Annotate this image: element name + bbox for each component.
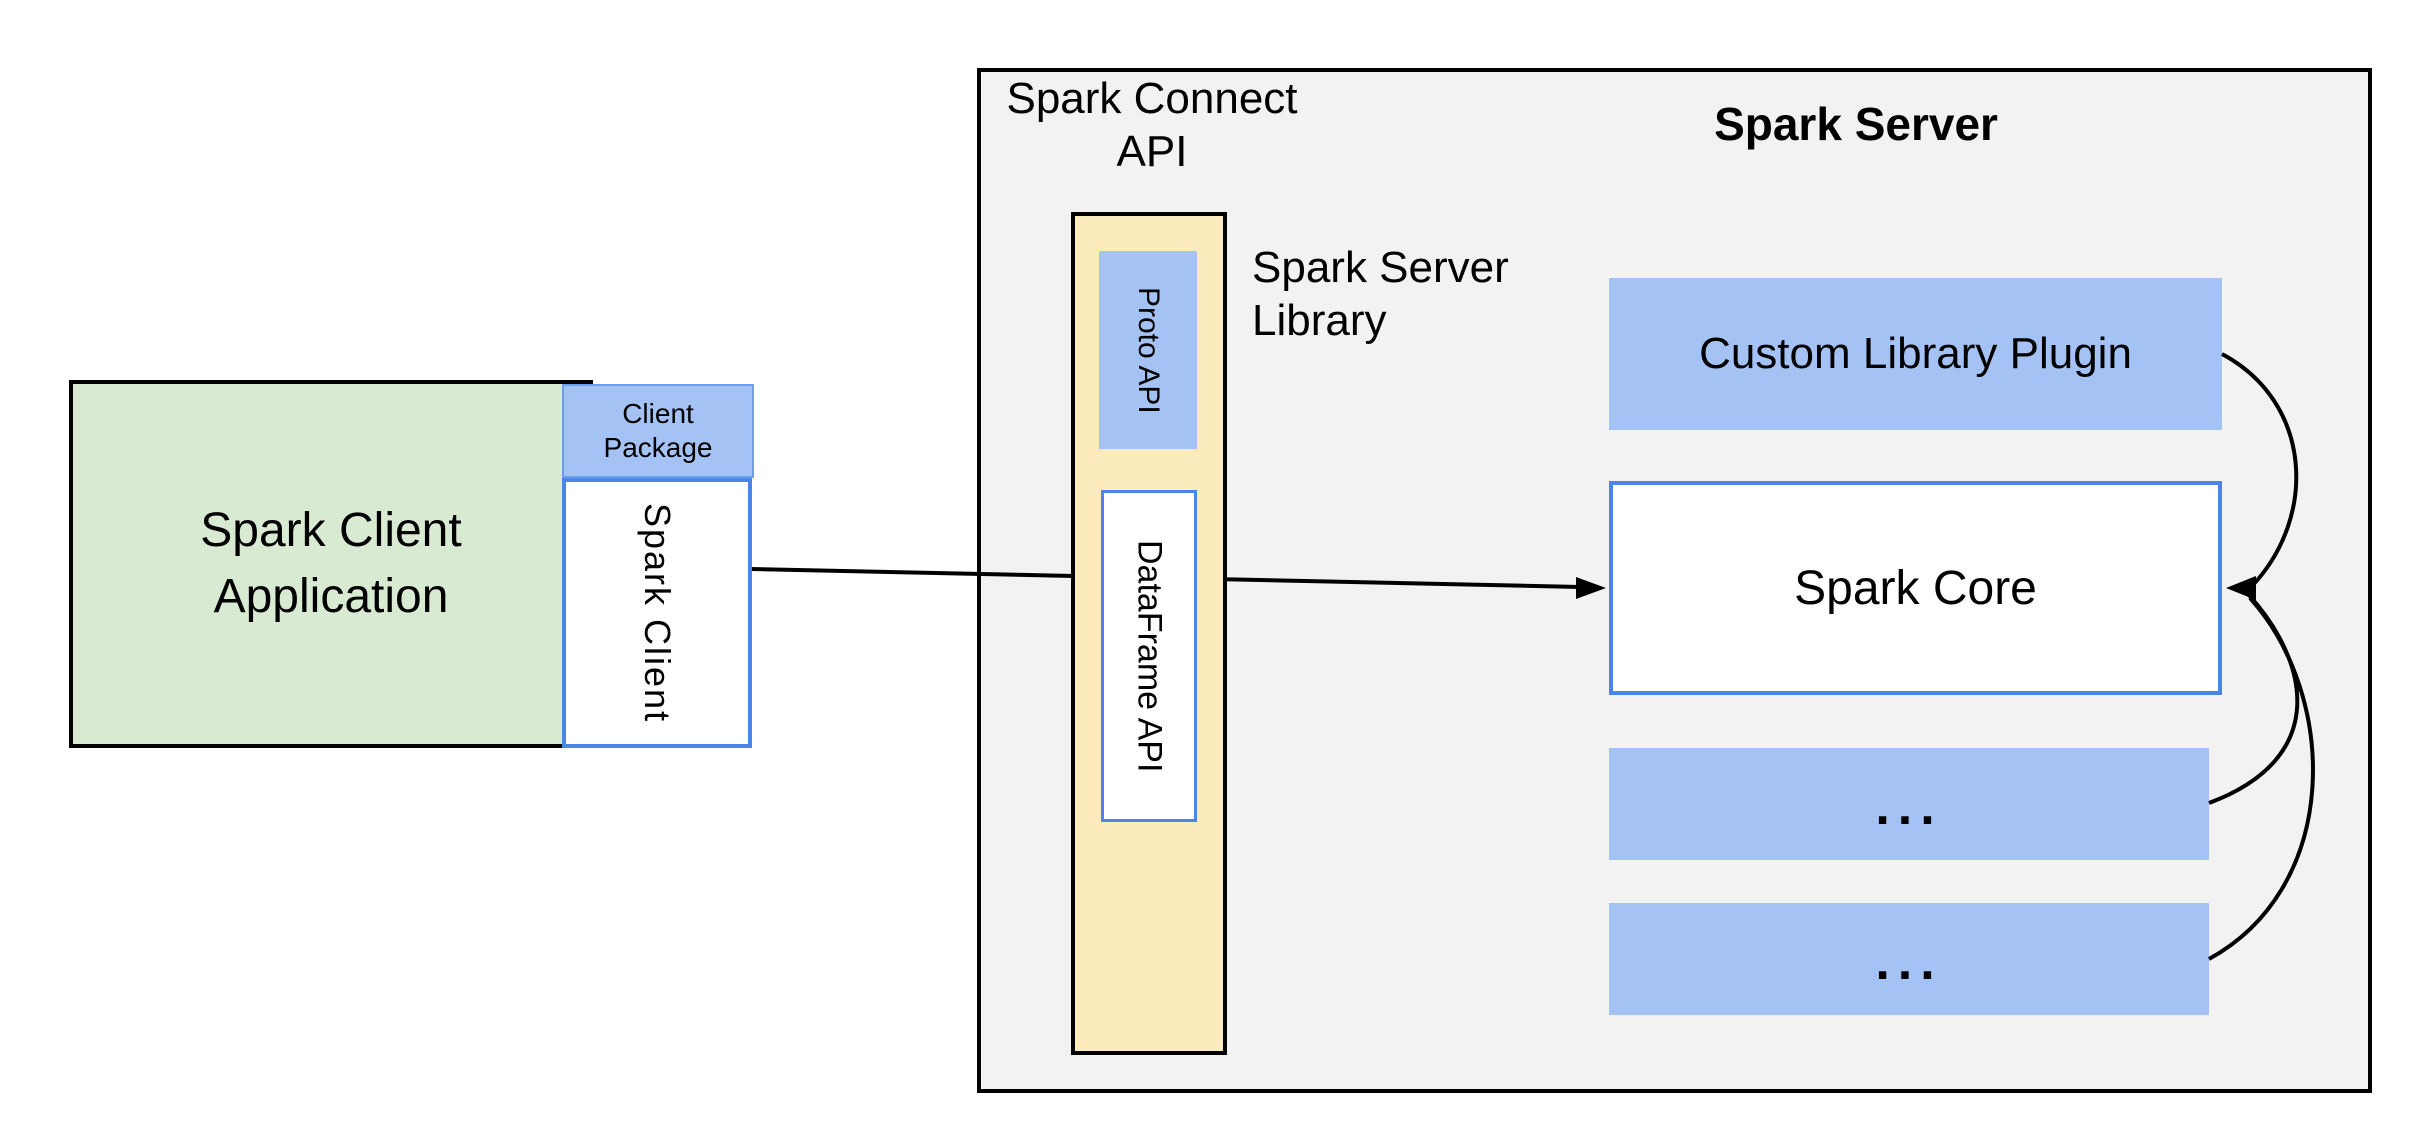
custom-library-plugin-label: Custom Library Plugin — [1699, 329, 2132, 378]
client-package-box: Client Package — [562, 384, 754, 478]
spark-client-application-box: Spark Client Application — [69, 380, 593, 748]
dataframe-api-box: DataFrame API — [1101, 490, 1197, 822]
spark-server-library-label: Spark Server Library — [1252, 241, 1672, 347]
client-package-label: Client Package — [604, 397, 713, 465]
client-package-line2: Package — [603, 432, 713, 463]
dataframe-api-label: DataFrame API — [1130, 539, 1169, 773]
plugin-placeholder-dots-1: ... — [1875, 778, 1943, 836]
plugin-placeholder-box-1: ... — [1609, 748, 2209, 860]
spark-connect-api-label: Spark Connect API — [992, 72, 1312, 178]
spark-client-application-line2: Application — [213, 570, 449, 623]
proto-api-box: Proto API — [1099, 251, 1197, 449]
client-package-line1: Client — [622, 398, 694, 429]
custom-library-plugin-box: Custom Library Plugin — [1609, 278, 2222, 430]
spark-connect-api-line2: API — [1116, 127, 1188, 176]
spark-client-box: Spark Client — [562, 478, 752, 748]
spark-connect-api-line1: Spark Connect — [1006, 74, 1298, 123]
spark-server-library-line2: Library — [1252, 296, 1387, 345]
plugin-placeholder-box-2: ... — [1609, 903, 2209, 1015]
spark-server-title: Spark Server — [1714, 98, 1998, 150]
spark-core-box: Spark Core — [1609, 481, 2222, 695]
spark-server-library-line1: Spark Server — [1252, 243, 1509, 292]
spark-client-label: Spark Client — [637, 502, 678, 724]
spark-client-application-line1: Spark Client — [200, 504, 462, 557]
spark-client-application-label: Spark Client Application — [200, 498, 461, 630]
proto-api-label: Proto API — [1132, 286, 1165, 414]
plugin-placeholder-dots-2: ... — [1875, 933, 1943, 991]
spark-core-label: Spark Core — [1794, 561, 2037, 615]
